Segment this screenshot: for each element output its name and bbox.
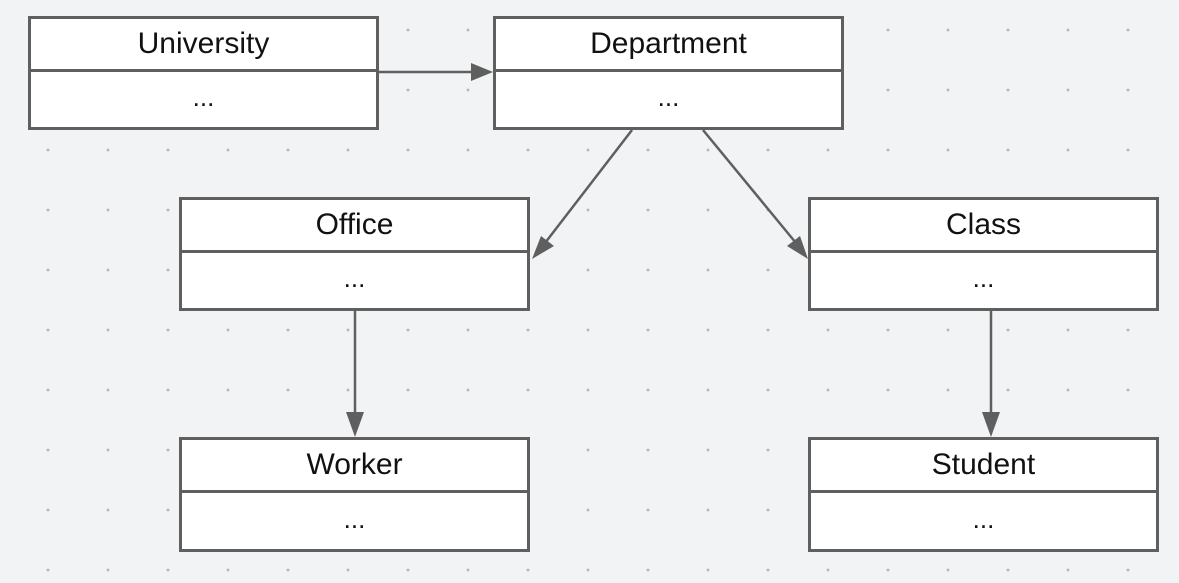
class-members-university: ...	[192, 82, 215, 112]
class-name-university: University	[31, 19, 376, 72]
class-name-student: Student	[811, 440, 1156, 493]
arrow-university-to-department	[379, 63, 493, 81]
class-box-office[interactable]: Office ...	[179, 197, 530, 311]
arrow-class-to-student	[982, 311, 1000, 437]
arrow-department-to-class	[702, 129, 808, 259]
class-name-office: Office	[182, 200, 527, 253]
class-name-department: Department	[496, 19, 841, 72]
class-name-worker: Worker	[182, 440, 527, 493]
class-name-class: Class	[811, 200, 1156, 253]
class-members-office: ...	[343, 263, 366, 293]
class-box-department[interactable]: Department ...	[493, 16, 844, 130]
class-members-class: ...	[972, 263, 995, 293]
class-box-class[interactable]: Class ...	[808, 197, 1159, 311]
arrow-office-to-worker	[346, 311, 364, 437]
class-members-student: ...	[972, 503, 995, 534]
class-box-student[interactable]: Student ...	[808, 437, 1159, 552]
arrow-department-to-office	[532, 129, 633, 259]
class-members-department: ...	[657, 82, 680, 112]
class-box-worker[interactable]: Worker ...	[179, 437, 530, 552]
class-box-university[interactable]: University ...	[28, 16, 379, 130]
class-members-worker: ...	[343, 503, 366, 534]
